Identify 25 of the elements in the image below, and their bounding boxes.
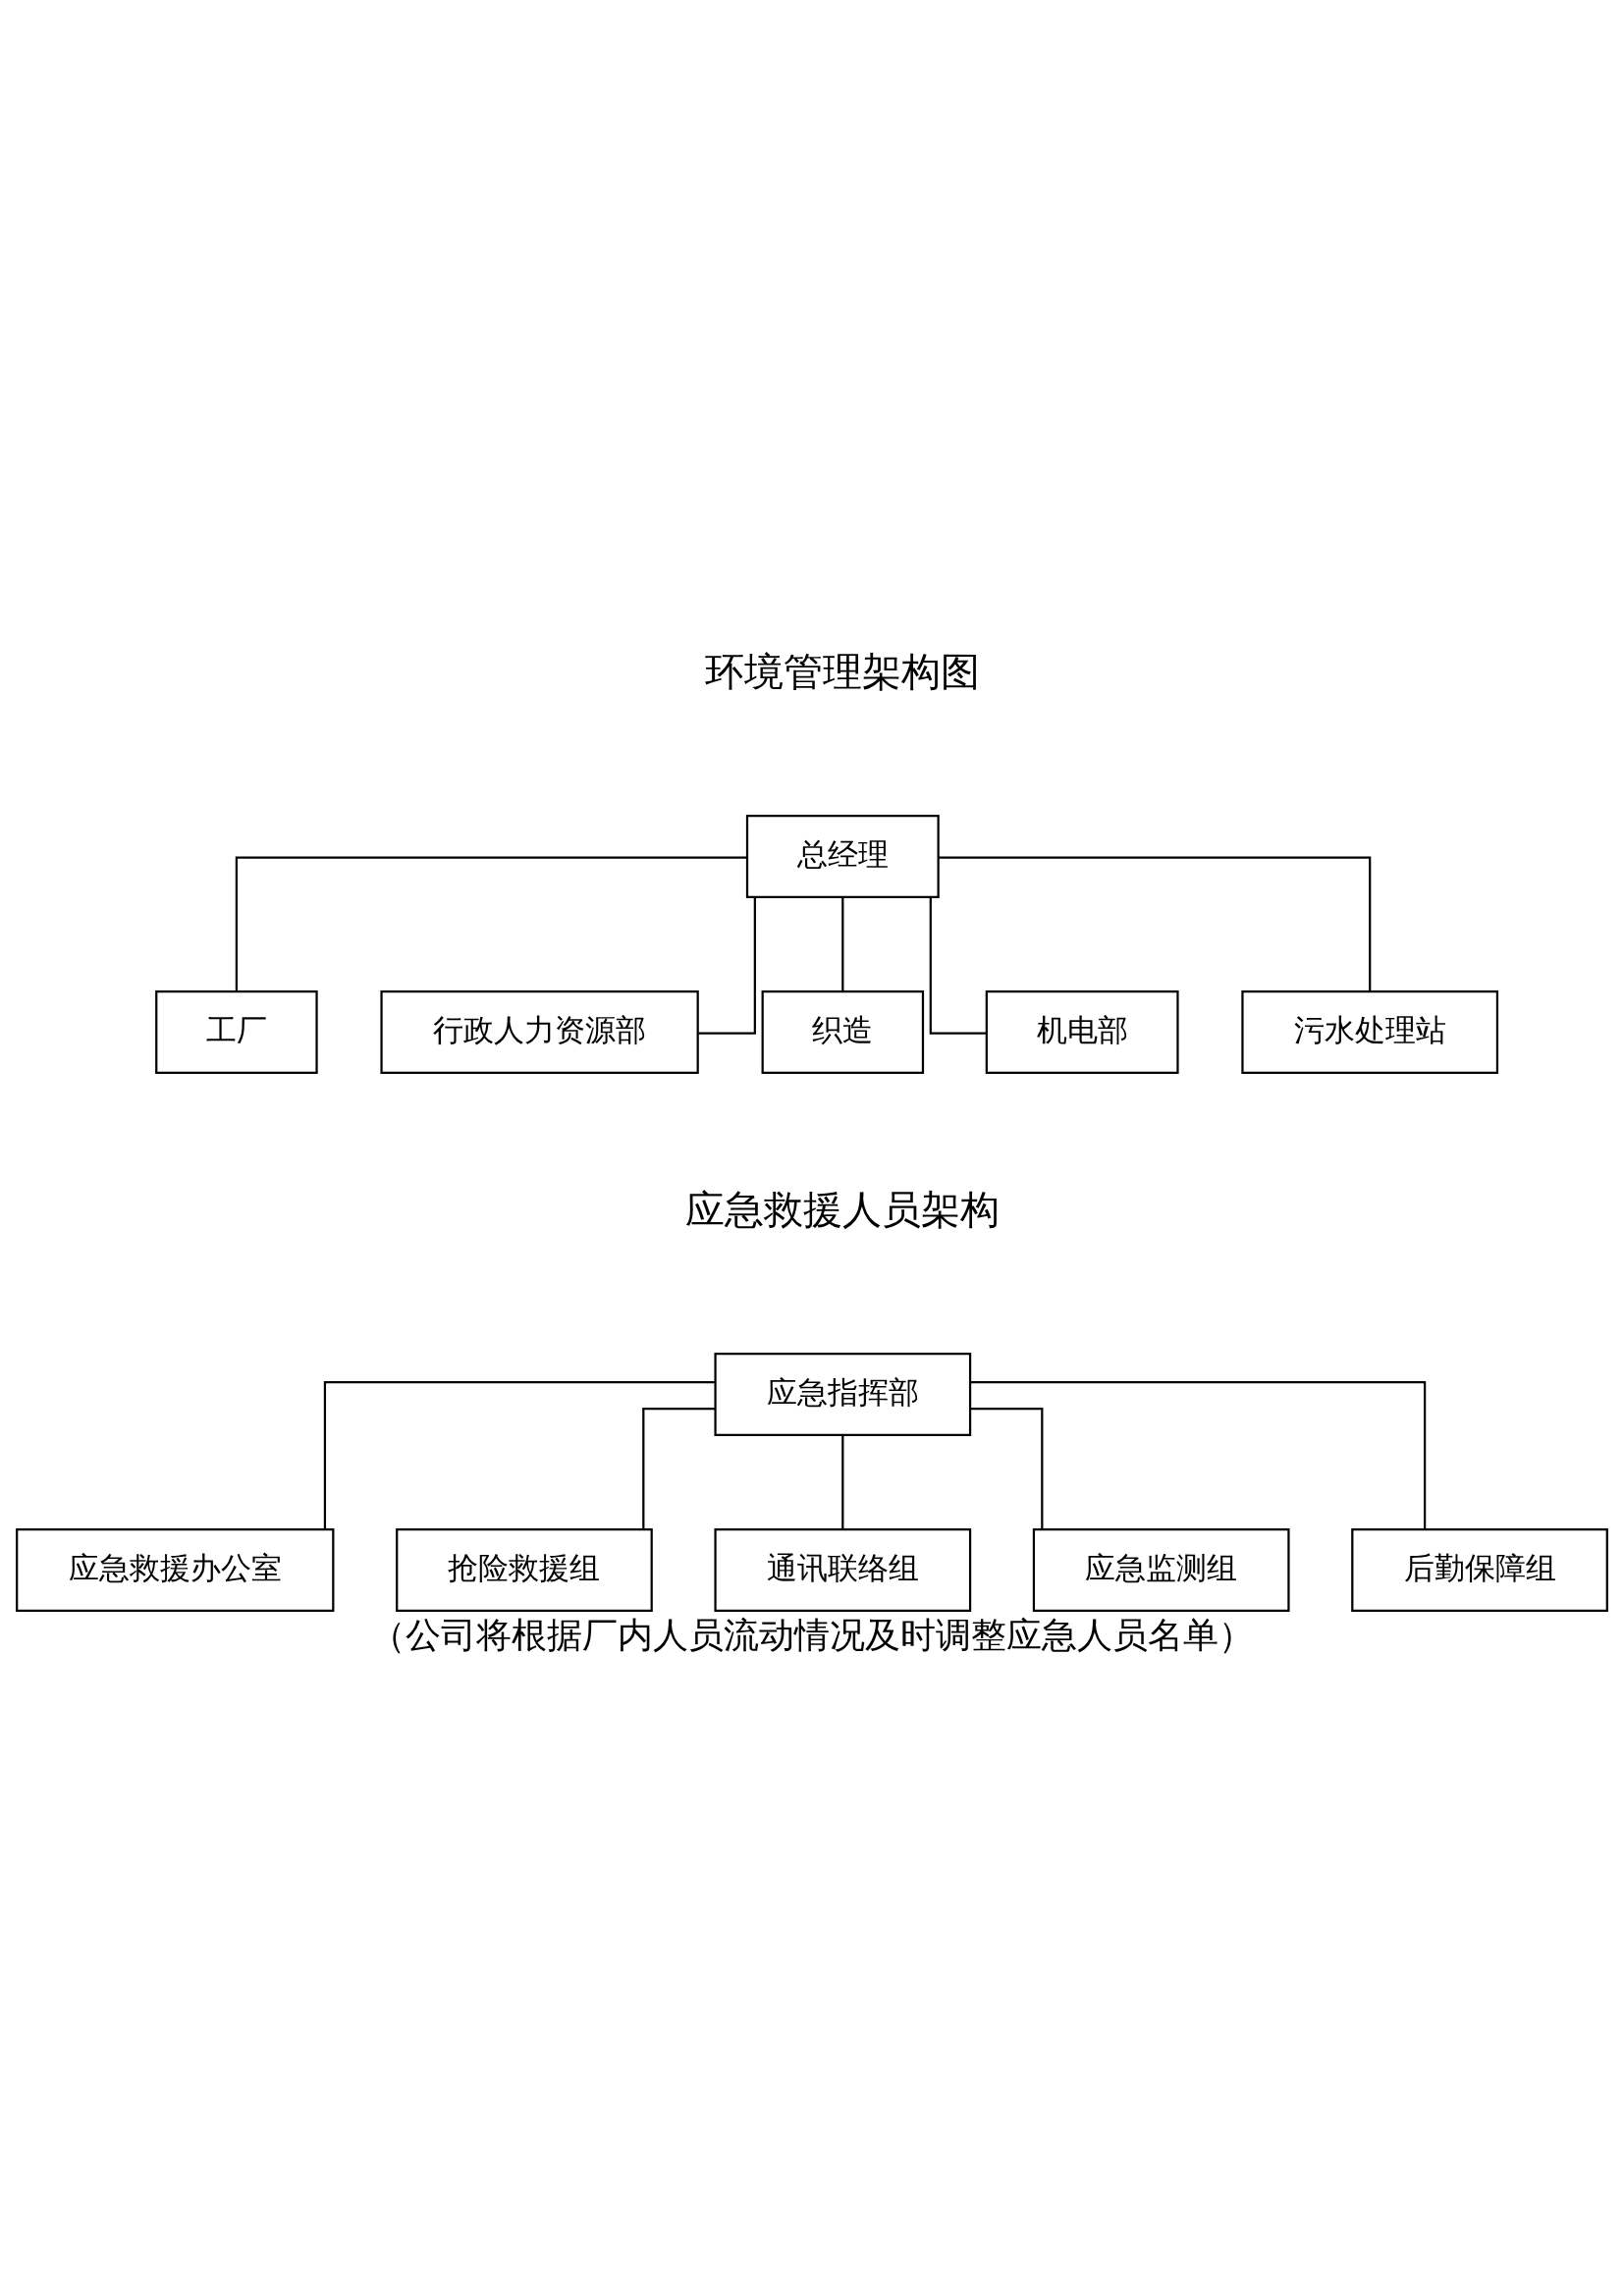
- node-box: 行政人力资源部: [380, 989, 699, 1074]
- label: 应急救援人员架构: [685, 1186, 1001, 1232]
- connector: [323, 1380, 715, 1529]
- node-box: 总经理: [745, 814, 940, 898]
- node-box: 应急监测组: [1032, 1527, 1290, 1612]
- connector: [970, 1380, 1427, 1529]
- label: 环境管理架构图: [705, 648, 981, 694]
- caption: （公司将根据厂内人员流动情况及时调整应急人员名单）: [370, 1614, 1254, 1655]
- node-box: 抢险救援组: [396, 1527, 653, 1612]
- connector: [841, 1434, 844, 1529]
- connector: [235, 856, 747, 990]
- node-box: 机电部: [985, 989, 1179, 1074]
- connector: [698, 896, 756, 1035]
- connector: [929, 896, 987, 1035]
- node-box: 通讯联络组: [714, 1527, 972, 1612]
- node-box: 织造: [761, 989, 925, 1074]
- node-box: 污水处理站: [1241, 989, 1499, 1074]
- node-box: 后勤保障组: [1351, 1527, 1608, 1612]
- node-box: 工厂: [155, 989, 318, 1074]
- connector: [970, 1407, 1044, 1529]
- connector: [841, 896, 844, 991]
- node-box: 应急指挥部: [714, 1352, 972, 1436]
- connector: [939, 856, 1372, 990]
- connector: [642, 1407, 716, 1529]
- node-box: 应急救援办公室: [16, 1527, 335, 1612]
